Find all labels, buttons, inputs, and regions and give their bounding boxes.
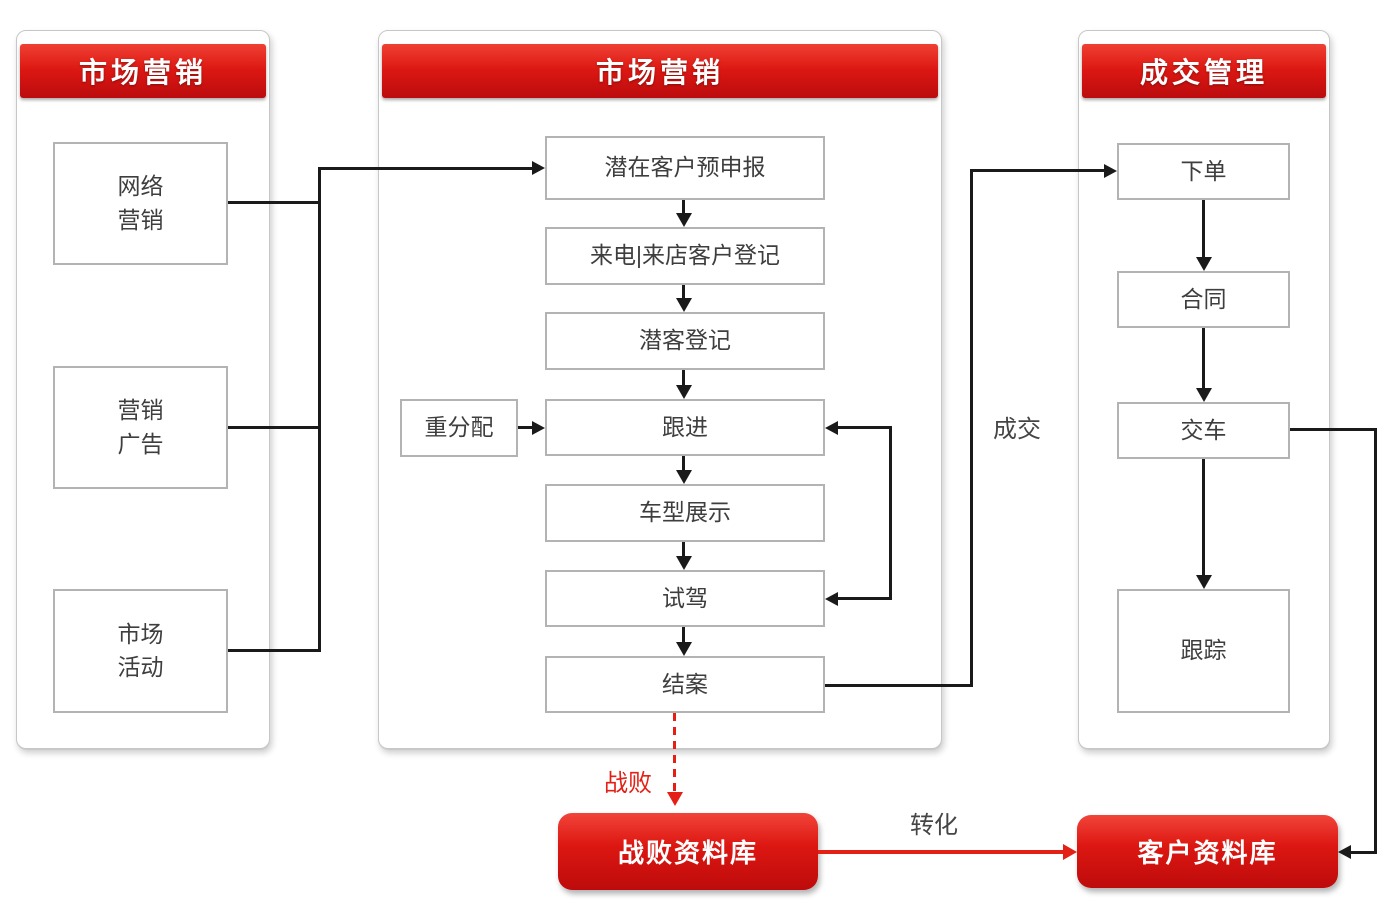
arrowhead-into-customer-db xyxy=(1338,845,1351,859)
arrowhead-delivery xyxy=(1196,388,1212,402)
connector-trunk-v xyxy=(318,167,321,652)
connector-marketing-ads-h xyxy=(228,426,321,429)
node-model-display: 车型展示 xyxy=(545,484,825,542)
label-lost: 战败 xyxy=(604,770,652,797)
connector-delivery-down-v xyxy=(1374,428,1377,854)
label-convert: 转化 xyxy=(910,812,958,839)
arrowhead-m7 xyxy=(676,642,692,656)
arrowhead-m3 xyxy=(676,298,692,312)
arrowhead-tracking xyxy=(1196,575,1212,589)
connector-lost-dashed-v xyxy=(673,713,676,794)
db-customer-database: 客户资料库 xyxy=(1077,815,1338,888)
node-lead-prereport: 潜在客户预申报 xyxy=(545,136,825,200)
node-follow-up: 跟进 xyxy=(545,399,825,456)
node-contract: 合同 xyxy=(1117,271,1290,328)
panel-marketing-middle-title: 市场营销 xyxy=(382,44,938,98)
node-call-visit-register: 来电|来店客户登记 xyxy=(545,227,825,285)
arrowhead-reassign xyxy=(532,421,545,435)
arrowhead-into-lost-db xyxy=(667,792,683,806)
connector-m5-m6 xyxy=(682,542,685,557)
node-market-activities: 市场 活动 xyxy=(53,589,228,713)
connector-market-activities-h xyxy=(228,649,321,652)
node-online-marketing: 网络 营销 xyxy=(53,142,228,265)
connector-online-marketing-h xyxy=(228,201,321,204)
connector-delivery-tracking xyxy=(1202,459,1205,576)
label-deal: 成交 xyxy=(993,416,1041,443)
connector-delivery-in-h xyxy=(1351,851,1377,854)
connector-m4-m5 xyxy=(682,456,685,471)
connector-m3-m4 xyxy=(682,370,685,386)
connector-deal-top-h xyxy=(970,169,1104,172)
connector-m6-m7 xyxy=(682,627,685,643)
panel-deal-management-title: 成交管理 xyxy=(1082,44,1326,98)
node-test-drive: 试驾 xyxy=(545,570,825,627)
node-place-order: 下单 xyxy=(1117,143,1290,200)
connector-delivery-out-h xyxy=(1290,428,1377,431)
node-reassign: 重分配 xyxy=(400,399,518,457)
arrowhead-into-place-order xyxy=(1104,164,1117,178)
connector-deal-v xyxy=(970,169,973,687)
connector-feedback-top-h xyxy=(838,426,891,429)
node-close-case: 结案 xyxy=(545,656,825,713)
arrowhead-feedback-test-drive xyxy=(825,592,838,606)
node-lead-register: 潜客登记 xyxy=(545,312,825,370)
connector-contract-delivery xyxy=(1202,328,1205,389)
arrowhead-m4 xyxy=(676,385,692,399)
connector-order-contract xyxy=(1202,200,1205,258)
arrowhead-m6 xyxy=(676,556,692,570)
arrowhead-m5 xyxy=(676,470,692,484)
node-tracking: 跟踪 xyxy=(1117,589,1290,713)
arrowhead-convert xyxy=(1063,844,1077,860)
connector-trunk-top-h xyxy=(318,167,533,170)
db-lost-database: 战败资料库 xyxy=(558,813,818,890)
connector-deal-bottom-h xyxy=(825,684,973,687)
connector-m2-m3 xyxy=(682,285,685,299)
connector-reassign-h xyxy=(518,426,533,429)
node-marketing-ads: 营销 广告 xyxy=(53,366,228,489)
arrowhead-feedback-follow-up xyxy=(825,421,838,435)
arrowhead-contract xyxy=(1196,257,1212,271)
connector-m1-m2 xyxy=(682,200,685,216)
arrowhead-m2 xyxy=(676,213,692,227)
arrowhead-into-lead-prereport xyxy=(532,161,545,175)
connector-feedback-bottom-h xyxy=(838,597,891,600)
connector-feedback-v xyxy=(889,426,892,600)
panel-marketing-left-title: 市场营销 xyxy=(20,44,266,98)
connector-convert-h xyxy=(818,850,1064,854)
node-vehicle-delivery: 交车 xyxy=(1117,402,1290,459)
